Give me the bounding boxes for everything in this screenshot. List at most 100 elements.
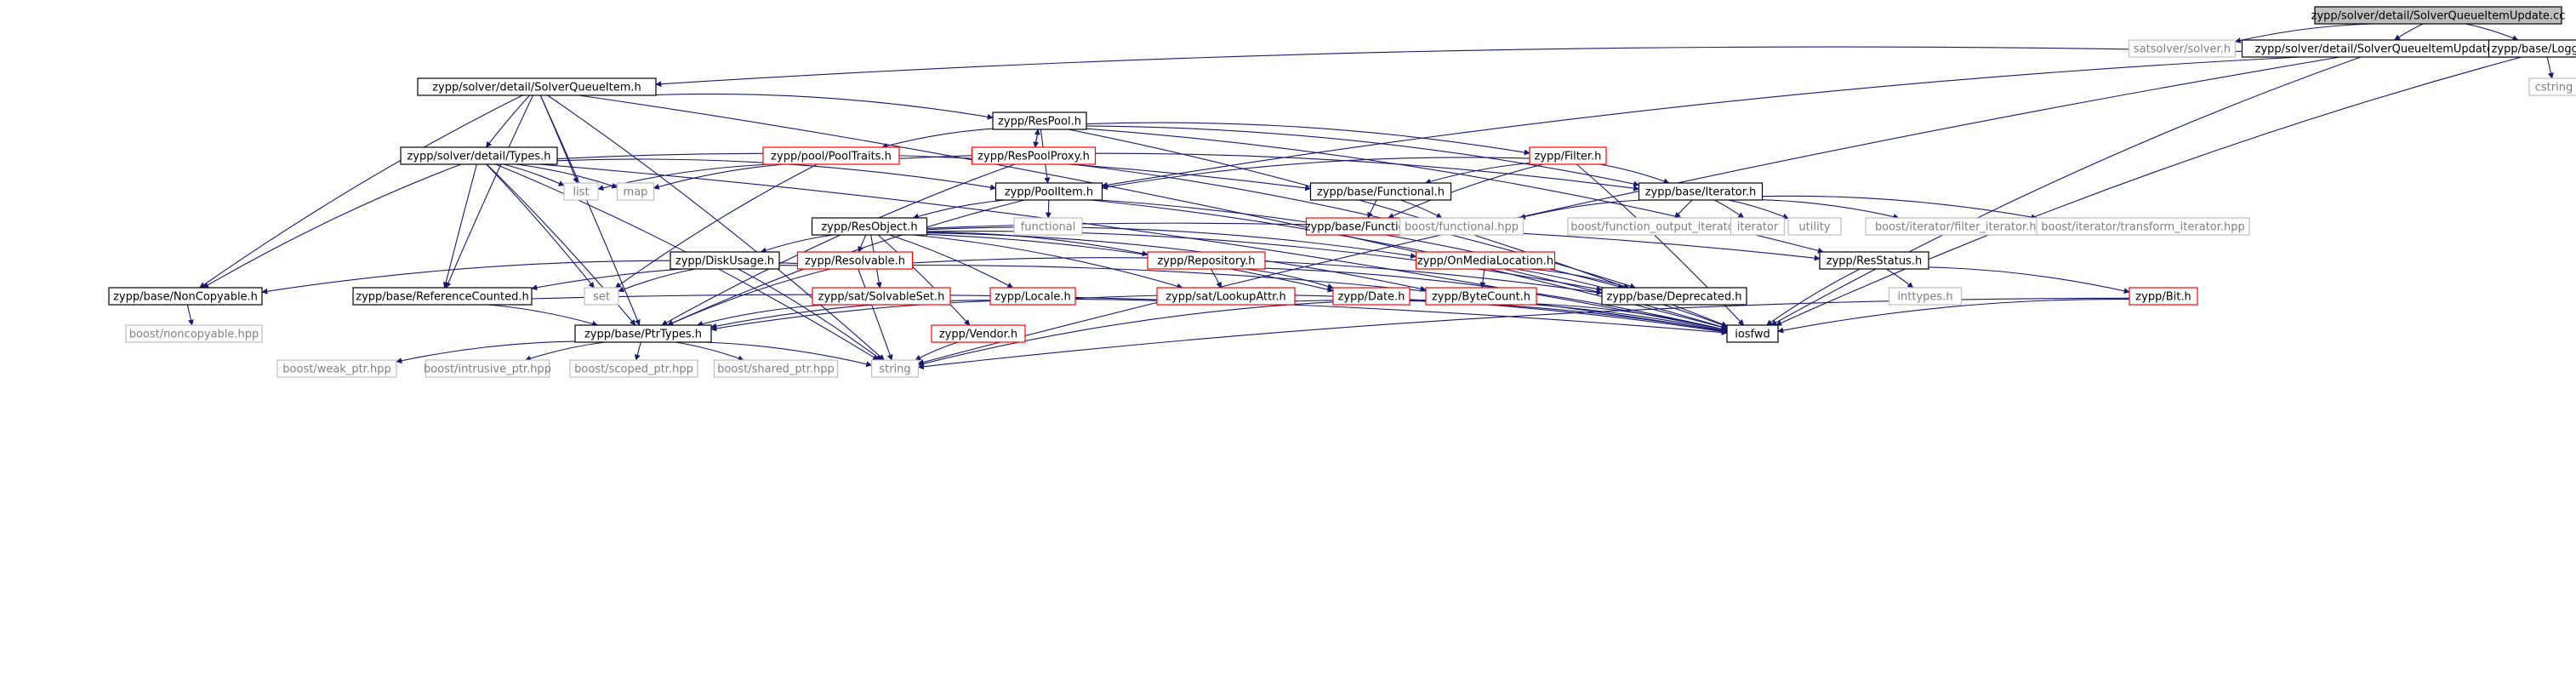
node-functional[interactable]: zypp/base/Functional.h — [1309, 182, 1452, 201]
node-label-set: set — [593, 291, 610, 304]
node-box-list — [563, 182, 599, 201]
edge-resolvable-to-string — [858, 268, 893, 361]
edge-bit-to-string — [917, 297, 2130, 370]
node-box-set — [584, 287, 619, 306]
edge-solvableset-to-ptrtypes — [696, 304, 828, 327]
edge-resolvable-to-iosfwd — [912, 264, 1728, 335]
edge-types-to-list — [503, 163, 565, 186]
node-noncopyable[interactable]: zypp/base/NonCopyable.h — [108, 287, 263, 306]
node-sqiu_h[interactable]: zypp/solver/detail/SolverQueueItemUpdate… — [2241, 39, 2518, 58]
node-label-boost_functional: boost/functional.hpp — [1405, 221, 1519, 234]
edge-ptrtypes-to-string — [704, 341, 873, 368]
node-iosfwd[interactable]: iosfwd — [1726, 324, 1779, 343]
node-label-poolitem: zypp/PoolItem.h — [1005, 186, 1093, 199]
node-boost_transform_it: boost/iterator/transform_iterator.hpp — [2036, 217, 2250, 236]
edge-ptrtypes-to-boost_weak — [396, 340, 576, 364]
node-bytecount[interactable]: zypp/ByteCount.h — [1425, 287, 1537, 306]
node-resstatus[interactable]: zypp/ResStatus.h — [1819, 251, 1929, 270]
edge-repository-to-lookupattr — [1211, 268, 1222, 289]
edge-bit-to-iosfwd — [1777, 298, 2130, 334]
edge-respool-to-pooltraits — [881, 128, 994, 149]
node-set: set — [584, 287, 619, 306]
edge-poolitem-to-resobject — [912, 199, 1006, 220]
edge-sqiu_h-to-string — [917, 56, 2340, 365]
edge-vendor-to-string — [915, 341, 959, 361]
edge-iterator-to-boost_foi — [1674, 199, 1693, 219]
node-vendor[interactable]: zypp/Vendor.h — [931, 324, 1026, 343]
node-box-sqi_h — [417, 77, 657, 96]
edge-respoolproxy-to-respool — [1034, 129, 1040, 148]
node-utility: utility — [1787, 217, 1842, 236]
node-iterator_std: iterator — [1730, 217, 1786, 236]
node-lookupattr[interactable]: zypp/sat/LookupAttr.h — [1156, 287, 1296, 306]
edge-resobject-to-vendor — [877, 234, 971, 326]
node-box-ptrtypes — [574, 324, 712, 343]
node-box-refcounted — [352, 287, 533, 306]
node-box-boost_intrusive — [425, 359, 550, 378]
node-label-root: zypp/solver/detail/SolverQueueItemUpdate… — [2311, 10, 2566, 23]
node-box-locale — [989, 287, 1076, 306]
node-date[interactable]: zypp/Date.h — [1332, 287, 1411, 306]
node-label-boost_shared: boost/shared_ptr.hpp — [717, 363, 835, 376]
node-label-noncopyable: zypp/base/NonCopyable.h — [113, 291, 258, 304]
edge-filter-to-function_h — [1388, 163, 1544, 219]
node-boost_foi: boost/function_output_iterator.hpp — [1567, 217, 1766, 236]
node-label-onmedia: zypp/OnMediaLocation.h — [1417, 255, 1553, 268]
node-poolitem[interactable]: zypp/PoolItem.h — [994, 182, 1103, 201]
edge-types-to-noncopyable — [202, 163, 462, 289]
node-box-iterator_std — [1730, 217, 1786, 236]
node-resolvable[interactable]: zypp/Resolvable.h — [796, 251, 914, 270]
node-box-lookupattr — [1156, 287, 1296, 306]
node-box-deprecated — [1601, 287, 1747, 306]
node-box-solvableset — [812, 287, 951, 306]
node-refcounted[interactable]: zypp/base/ReferenceCounted.h — [352, 287, 533, 306]
node-box-root — [2314, 6, 2562, 25]
node-onmedia[interactable]: zypp/OnMediaLocation.h — [1415, 251, 1556, 270]
node-label-sqiu_h: zypp/solver/detail/SolverQueueItemUpdate… — [2255, 43, 2505, 56]
node-iterator[interactable]: zypp/base/Iterator.h — [1638, 182, 1764, 201]
edge-types-to-iosfwd — [539, 163, 1728, 333]
edge-respoolproxy-to-ptrtypes — [661, 163, 1016, 326]
node-function_h[interactable]: zypp/base/Function.h — [1305, 217, 1422, 236]
node-deprecated[interactable]: zypp/base/Deprecated.h — [1601, 287, 1747, 306]
node-types[interactable]: zypp/solver/detail/Types.h — [400, 146, 558, 165]
edge-ptrtypes-to-boost_shared — [675, 341, 744, 362]
node-pooltraits[interactable]: zypp/pool/PoolTraits.h — [762, 146, 900, 165]
node-solvableset[interactable]: zypp/sat/SolvableSet.h — [812, 287, 951, 306]
node-label-pooltraits: zypp/pool/PoolTraits.h — [771, 151, 892, 163]
node-repository[interactable]: zypp/Repository.h — [1147, 251, 1266, 270]
edge-resobject-to-onmedia — [926, 226, 1417, 259]
node-box-respool — [992, 112, 1087, 130]
node-label-function_h: zypp/base/Function.h — [1305, 221, 1422, 234]
node-label-locale: zypp/Locale.h — [994, 291, 1070, 304]
node-box-resobject — [811, 217, 928, 236]
edge-types-to-refcounted — [442, 163, 477, 289]
edge-pooltraits-to-set — [614, 163, 818, 289]
node-box-string — [870, 359, 920, 378]
node-logger[interactable]: zypp/base/Logger.h — [2488, 39, 2576, 58]
node-sqi_h[interactable]: zypp/solver/detail/SolverQueueItem.h — [417, 77, 657, 96]
node-diskusage[interactable]: zypp/DiskUsage.h — [670, 251, 780, 270]
node-resobject[interactable]: zypp/ResObject.h — [811, 217, 928, 236]
node-bit[interactable]: zypp/Bit.h — [2129, 287, 2198, 306]
edge-iterator-to-iterator_std — [1714, 199, 1745, 219]
node-locale[interactable]: zypp/Locale.h — [989, 287, 1076, 306]
node-box-bytecount — [1425, 287, 1537, 306]
node-respoolproxy[interactable]: zypp/ResPoolProxy.h — [971, 146, 1097, 165]
edge-refcounted-to-ptrtypes — [487, 304, 599, 327]
node-box-date — [1332, 287, 1411, 306]
edge-resobject-to-lookupattr — [913, 234, 1183, 289]
node-inttypes: inttypes.h — [1888, 287, 1963, 306]
node-ptrtypes[interactable]: zypp/base/PtrTypes.h — [574, 324, 712, 343]
node-filter[interactable]: zypp/Filter.h — [1529, 146, 1607, 165]
node-respool[interactable]: zypp/ResPool.h — [992, 112, 1087, 130]
node-label-solvableset: zypp/sat/SolvableSet.h — [818, 291, 945, 304]
node-functional_std: functional — [1013, 217, 1083, 236]
edge-resobject-to-locale — [889, 234, 1014, 289]
node-box-pooltraits — [762, 146, 900, 165]
node-box-functional — [1309, 182, 1452, 201]
node-root[interactable]: zypp/solver/detail/SolverQueueItemUpdate… — [2311, 6, 2566, 25]
node-label-string: string — [879, 363, 910, 376]
edge-noncopyable-to-boost_noncopyable — [186, 304, 194, 326]
edge-sqi_h-to-iosfwd — [578, 94, 1728, 330]
